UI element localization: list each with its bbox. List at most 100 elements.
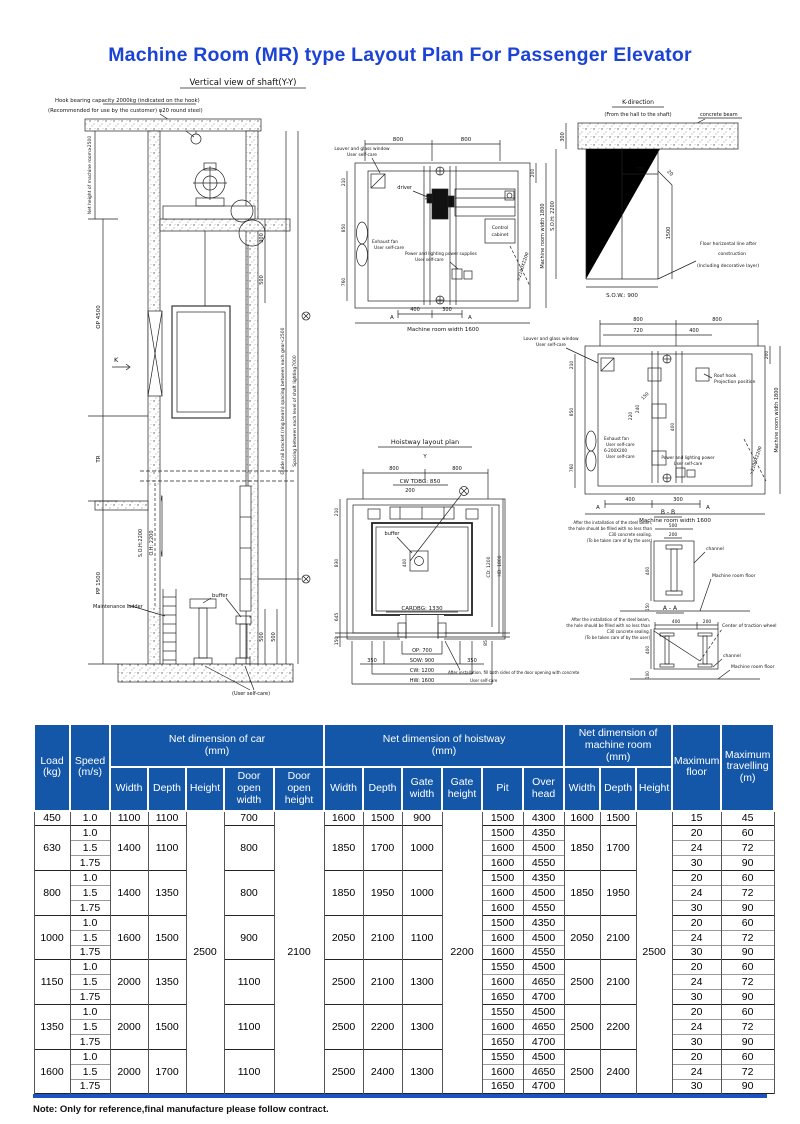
dim-1500: 1500 [666,227,672,240]
cw-tdbg: CW TDBG: 850 [400,479,441,485]
cell: 1.5 [69,840,111,856]
dim-400b: 400 [625,497,635,503]
cell: 1.75 [69,944,111,960]
dim-300: 300 [560,132,566,142]
cell: 1.5 [69,974,111,990]
fan-label-1: Exhaust fan [604,436,629,441]
col-hoist-width: Width [323,766,365,812]
dim-op4500: OP 4500 [96,305,102,329]
cell: 24 [671,929,722,946]
cell: 20 [671,959,722,975]
cell: 2500 [635,809,673,1094]
cell: 60 [720,870,775,886]
cell: 1950 [362,870,403,916]
elevator-car [171,305,231,419]
table-row: 1600 1.0 2000 1700 1100 2500 2400 1300 1… [33,1048,775,1094]
louver-label-1: Louver and glass window [523,336,579,342]
cell: 2400 [599,1048,637,1094]
dim-400: 400 [689,328,699,334]
dim-150: 150 [640,391,650,401]
power-label-2: User self-care [674,461,703,466]
dim-150: 150 [334,637,340,646]
cell: 2100 [362,959,403,1005]
hook-note-2: (Recommended for use by the customer) φ2… [48,108,203,114]
table-row: 1.75 1600 4550 30 90 [34,944,775,960]
hook-note-1: Hook bearing capacity 2000kg (indicated … [55,98,200,104]
aa-title: A - A [663,605,678,612]
cell: 2500 [563,959,601,1005]
cell: 1300 [401,1004,443,1050]
cell: 24 [671,840,722,856]
cell: 2100 [362,914,403,960]
cell: 24 [671,884,722,901]
power-label-2: User self-care [415,257,444,262]
dim-400i: 400 [670,423,676,432]
hoistway-title: Hoistway layout plan [391,438,459,446]
cell: 20 [671,914,722,931]
cell: 4500 [522,1004,565,1020]
fan-label-1: Exhaust fan [372,239,398,245]
dim-800: 800 [452,466,462,472]
cell: 72 [720,840,775,856]
cell: 2500 [185,809,225,1094]
cell: 4500 [522,840,565,856]
cell: 1550 [481,1048,524,1065]
traction-machine [193,162,254,223]
col-max-travel: Maximum travelling (m) [720,723,776,812]
cell: 450 [33,809,71,826]
cell: 1100 [147,825,187,871]
dim-85: 85 [483,640,489,646]
cell: 1.0 [69,959,111,975]
dim-220: 220 [628,412,634,421]
cell: 1150 [33,959,71,1005]
cell: 4500 [522,884,565,901]
dim-oh: O.H: 2200 [149,530,155,555]
louver-label-2: User self-care [347,152,377,158]
cell: 1350 [33,1004,71,1050]
dim-100: 100 [645,671,650,679]
cell: 45 [720,809,775,826]
dim-500: 500 [669,523,678,529]
cell: 1300 [401,959,443,1005]
section-mark-a: A [596,505,600,511]
cell: 1600 [563,809,601,826]
aa-note-1: After the installation of the steel beam… [571,617,650,622]
power-label-1: Power and lighting power supplies [405,251,477,256]
cell: 1600 [481,1018,524,1035]
dim-200: 200 [703,619,712,625]
cell: 2500 [563,1048,601,1094]
page-title: Machine Room (MR) type Layout Plan For P… [108,44,692,66]
cell: 4700 [522,1033,565,1050]
k-dir-subtitle: (From the hall to the shaft) [604,112,671,118]
lamp-icon [459,486,469,496]
cell: 1600 [323,809,364,826]
cell: 4550 [522,855,565,871]
counterweight-plan [367,506,479,520]
dim-720: 720 [633,328,643,334]
dim-500: 500 [259,275,265,285]
cell: 30 [671,1033,722,1050]
cell: 4650 [522,974,565,990]
dim-800: 800 [389,466,399,472]
cell: 1500 [481,825,524,841]
cell: 30 [671,989,722,1005]
dim-300: 300 [442,307,452,313]
note-guide-rail: Guide rail bracket (ring beam) spacing b… [280,327,286,474]
col-door-open-width: Door open width [223,766,275,812]
dim-210: 210 [341,178,347,187]
section-mark-a: A [706,505,710,511]
channel-label: channel [723,653,741,659]
cell: 1.0 [69,809,111,826]
cell: 1650 [481,989,524,1005]
table-row: 800 1.0 1400 1350 800 1850 1950 1000 150… [33,870,775,916]
table-row: 1000 1.0 1600 1500 900 2050 2100 1100 15… [33,914,775,960]
dim-mr-width-bottom: Machine room width 1600 [407,327,479,333]
dim-sow-900: SOW: 900 [410,658,435,664]
cell: 1350 [147,959,187,1005]
cell: 60 [720,825,775,841]
cell: 90 [720,1033,775,1050]
cell: 1500 [481,914,524,931]
floor-note-3: (Including decorative layer) [697,263,759,269]
dim-500c: 500 [271,632,277,642]
cell: 4350 [522,914,565,931]
